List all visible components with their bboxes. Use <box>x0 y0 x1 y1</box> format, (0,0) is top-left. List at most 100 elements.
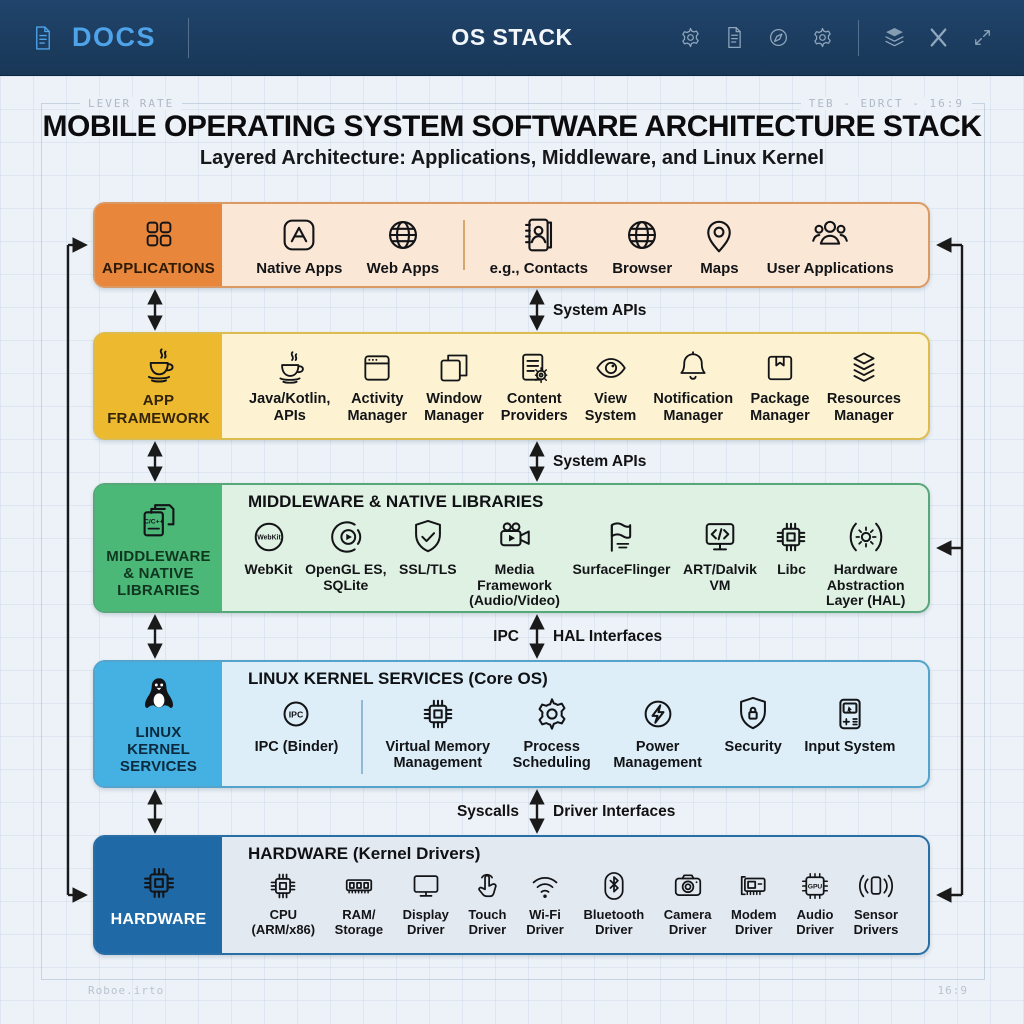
stack-item: RAM/ Storage <box>335 867 383 937</box>
svg-text:GPU: GPU <box>808 884 823 891</box>
doc-gear-icon <box>514 348 554 388</box>
settings-icon[interactable] <box>677 24 704 51</box>
stack-item: Java/Kotlin, APIs <box>249 348 331 424</box>
stack-item: Power Management <box>613 692 702 771</box>
window-title: OS STACK <box>451 24 573 50</box>
layer-label-middleware: C/C++MIDDLEWARE & NATIVE LIBRARIES <box>95 485 222 611</box>
globe-icon <box>380 212 426 258</box>
item-label: Virtual Memory Management <box>385 739 491 772</box>
item-label: Maps <box>700 260 739 278</box>
item-label: Camera Driver <box>663 907 712 937</box>
stack-item: e.g., Contacts <box>490 212 588 278</box>
eye-icon <box>591 348 631 388</box>
chip-icon <box>136 860 182 906</box>
item-label: User Applications <box>766 260 894 278</box>
item-label: OpenGL ES, SQLite <box>305 561 387 593</box>
settings-icon[interactable] <box>809 24 836 51</box>
package-icon <box>760 348 800 388</box>
layers-stack-icon <box>844 348 884 388</box>
brand-group[interactable]: DOCS <box>28 17 190 58</box>
layer-label-linux-kernel: LINUX KERNEL SERVICES <box>95 662 222 786</box>
webkit-icon: WebKit <box>247 515 291 559</box>
item-label: Sensor Drivers <box>853 907 899 937</box>
tux-icon <box>136 673 182 719</box>
compass-icon[interactable] <box>765 24 792 51</box>
stack-item: SSL/TLS <box>399 515 457 578</box>
layer-title: APP FRAMEWORK <box>107 392 210 427</box>
chip-icon <box>416 692 460 736</box>
stack-item: Modem Driver <box>731 867 777 937</box>
layer-row-applications: APPLICATIONS Native Apps Web Apps e.g., Con… <box>93 202 930 288</box>
items-row: Java/Kotlin, APIs Activity Manager Window … <box>232 348 918 424</box>
cpp-files-icon: C/C++ <box>136 497 182 543</box>
connector-label-ipc: IPC <box>493 628 519 645</box>
layers-icon[interactable] <box>881 24 908 51</box>
item-label: IPC (Binder) <box>254 739 339 755</box>
connector-label-hal-interfaces: HAL Interfaces <box>553 628 663 645</box>
diagram-canvas: LEVER RATE TEB - EDRCT - 16:9 Roboe.irto… <box>0 76 1024 1024</box>
stack-item: View System <box>585 348 636 424</box>
fullscreen-icon[interactable] <box>969 24 996 51</box>
stack-item: Bluetooth Driver <box>583 867 645 937</box>
item-label: Resources Manager <box>826 391 901 424</box>
item-label: Notification Manager <box>653 391 734 424</box>
item-label: Window Manager <box>424 391 484 424</box>
item-label: Display Driver <box>402 907 449 937</box>
stack-item: User Applications <box>767 212 894 278</box>
layer-label-hardware: HARDWARE <box>95 837 222 953</box>
item-divider <box>463 220 466 270</box>
stack-item: Maps <box>696 212 742 278</box>
stack-item: Virtual Memory Management <box>385 692 491 772</box>
svg-text:WebKit: WebKit <box>257 535 281 542</box>
layer-title: LINUX KERNEL SERVICES <box>119 723 198 776</box>
page-title: MOBILE OPERATING SYSTEM SOFTWARE ARCHITE… <box>42 110 982 143</box>
stack-item: Browser <box>612 212 672 278</box>
items-row: Native Apps Web Apps e.g., Contacts Browser… <box>232 212 918 278</box>
frame-label-top-left: LEVER RATE <box>80 97 183 110</box>
stack-item: Security <box>725 692 782 755</box>
item-label: Audio Driver <box>796 907 834 937</box>
stack-item: SurfaceFlinger <box>572 515 670 578</box>
layer-content-app-framework: Java/Kotlin, APIs Activity Manager Window … <box>222 334 928 438</box>
layer-title: HARDWARE <box>110 911 207 929</box>
bell-icon <box>673 348 713 388</box>
x-icon[interactable] <box>925 24 952 51</box>
item-label: RAM/ Storage <box>334 907 384 937</box>
item-label: SurfaceFlinger <box>572 561 671 577</box>
camera-icon <box>669 867 707 905</box>
stack-item: Process Scheduling <box>513 692 591 771</box>
stack-item: CPU (ARM/x86) <box>252 867 315 937</box>
hal-icon <box>844 515 888 559</box>
item-label: Libc <box>777 561 806 577</box>
stack-item: Web Apps <box>367 212 439 278</box>
wifi-icon <box>526 867 564 905</box>
docs-logo-icon <box>28 23 58 53</box>
item-label: Activity Manager <box>347 391 408 424</box>
page-subtitle: Layered Architecture: Applications, Midd… <box>199 147 825 169</box>
item-label: SSL/TLS <box>399 561 457 577</box>
item-label: Native Apps <box>256 260 343 278</box>
stack-item: Resources Manager <box>826 348 901 424</box>
item-label: Process Scheduling <box>512 739 591 772</box>
stack-item: Content Providers <box>501 348 568 424</box>
topbar-divider <box>858 19 859 56</box>
content-title: HARDWARE (Kernel Drivers) <box>248 844 481 863</box>
file-icon[interactable] <box>721 24 748 51</box>
item-label: Java/Kotlin, APIs <box>249 391 331 424</box>
users-icon <box>807 212 853 258</box>
item-label: Package Manager <box>750 391 810 424</box>
chip-icon <box>769 515 813 559</box>
content-title: LINUX KERNEL SERVICES (Core OS) <box>248 669 548 688</box>
layer-row-hardware: HARDWARE HARDWARE (Kernel Drivers) CPU (AR… <box>93 835 930 955</box>
item-label: Bluetooth Driver <box>583 907 645 937</box>
layer-label-applications: APPLICATIONS <box>95 204 222 286</box>
input-icon <box>828 692 872 736</box>
stack-item: Package Manager <box>750 348 810 424</box>
surfaceflinger-icon <box>599 515 643 559</box>
stack-item: ART/Dalvik VM <box>683 515 757 593</box>
contacts-icon <box>516 212 562 258</box>
stack-item: Libc <box>769 515 813 578</box>
